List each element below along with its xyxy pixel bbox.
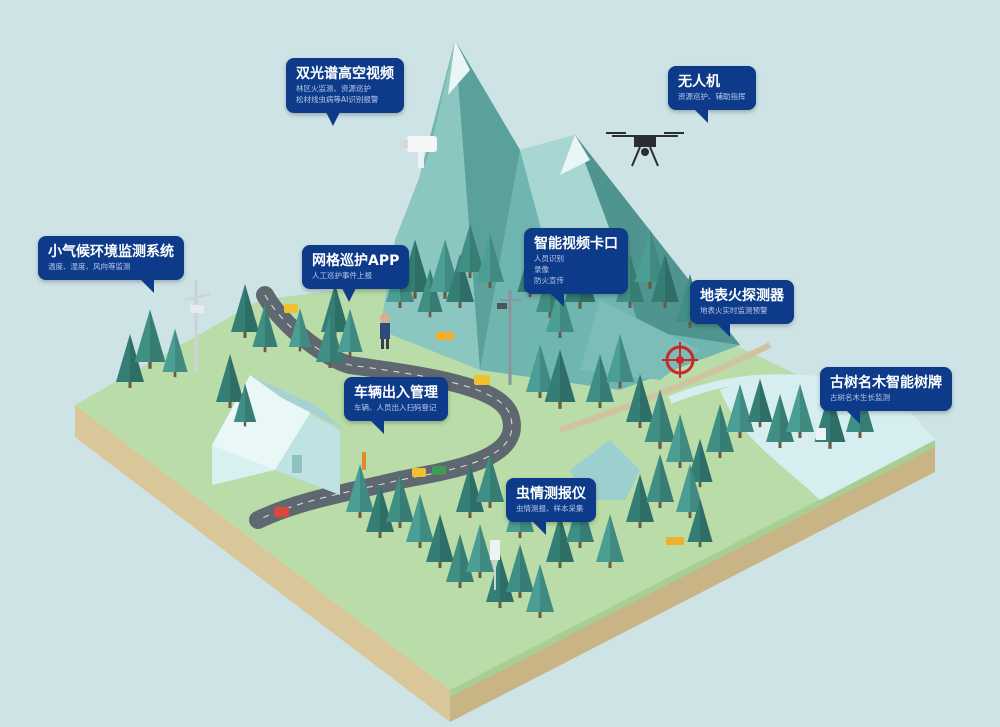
- tree: [216, 354, 244, 408]
- callout-vehicle-access: 车辆出入管理 车辆、人员出入扫码登记: [344, 377, 448, 434]
- tree: [231, 284, 259, 338]
- callout-desc: 人员识别: [534, 254, 564, 263]
- tree: [634, 229, 666, 289]
- drone: [606, 132, 684, 167]
- tree: [786, 384, 814, 438]
- tree: [476, 234, 504, 288]
- tree: [687, 498, 713, 548]
- callout-title: 双光谱高空视频: [296, 66, 394, 82]
- platform-top-shade: [450, 440, 935, 697]
- tree: [651, 254, 679, 308]
- vehicle-green: [432, 466, 446, 475]
- weather-station: [184, 280, 211, 372]
- tree: [476, 454, 504, 508]
- callout-title: 智能视频卡口: [534, 236, 618, 252]
- tree: [626, 374, 654, 428]
- platform-side-right: [450, 440, 935, 722]
- tree: [526, 344, 554, 398]
- vehicle-barrier: [362, 452, 366, 470]
- fire-detector: [662, 342, 698, 378]
- callout-desc: 松材线虫病等AI识别报警: [296, 95, 379, 104]
- tree: [586, 354, 614, 408]
- callout-desc: 地表火实时监测预警: [700, 306, 768, 315]
- callout-dual-spectrum-camera: 双光谱高空视频 林区火监测、资源巡护 松材线虫病等AI识别报警: [286, 58, 404, 126]
- dirt-path: [559, 342, 772, 433]
- callout-desc: 温度、湿度、风向等监测: [48, 262, 131, 271]
- callout-ancient-tree-tag: 古树名木智能树牌 古树名木生长监测: [820, 367, 952, 424]
- tree: [644, 389, 676, 449]
- tree: [337, 308, 363, 358]
- callout-title: 车辆出入管理: [354, 385, 438, 401]
- vehicle-yellow-1: [284, 304, 298, 313]
- callout-pest-monitor: 虫情测报仪 虫情测报、样本采集: [506, 478, 596, 535]
- high-altitude-camera: [400, 136, 437, 168]
- tree: [687, 438, 713, 488]
- vehicle-red: [274, 507, 289, 517]
- callout-title: 小气候环境监测系统: [48, 244, 174, 260]
- patrol-person: [380, 313, 390, 349]
- callout-desc: 车辆、人员出入扫码登记: [354, 403, 437, 412]
- tree: [666, 414, 694, 468]
- tree-group: [116, 224, 874, 618]
- tree: [233, 383, 257, 427]
- stream: [668, 374, 821, 404]
- tree: [252, 303, 278, 353]
- callout-title: 古树名木智能树牌: [830, 375, 942, 391]
- tree: [288, 308, 312, 352]
- platform-side-left: [75, 405, 450, 722]
- vehicle-yellow-3: [412, 468, 426, 477]
- tree: [676, 464, 704, 518]
- callout-desc: 林区火监测、资源巡护: [296, 84, 371, 93]
- vehicle-yellow-2: [474, 375, 490, 385]
- callout-grid-patrol-app: 网格巡护APP 人工巡护事件上报: [302, 245, 410, 302]
- orange-equipment-1: [436, 332, 454, 340]
- tree: [747, 378, 773, 428]
- callout-desc: 古树名木生长监测: [830, 393, 890, 402]
- callout-desc: 资源巡护、辅助指挥: [678, 92, 746, 101]
- tree: [546, 514, 574, 568]
- tree: [606, 334, 634, 388]
- tree: [406, 494, 434, 548]
- callout-desc: 防火宣传: [534, 276, 564, 285]
- callout-surface-fire-detector: 地表火探测器 地表火实时监测预警: [690, 280, 794, 337]
- tree: [626, 474, 654, 528]
- callout-desc: 人工巡护事件上报: [312, 271, 372, 280]
- callout-smart-checkpoint: 智能视频卡口 人员识别 录像 防火宣传: [524, 228, 628, 307]
- tree: [346, 464, 374, 518]
- orange-equipment-2: [666, 537, 684, 545]
- callout-microclimate: 小气候环境监测系统 温度、湿度、风向等监测: [38, 236, 184, 293]
- tree: [426, 514, 454, 568]
- callout-desc: 虫情测报、样本采集: [516, 504, 584, 513]
- callout-desc: 录像: [534, 265, 549, 274]
- tree: [544, 349, 576, 409]
- tree: [162, 328, 188, 378]
- tree: [506, 544, 534, 598]
- callout-title: 网格巡护APP: [312, 253, 400, 269]
- tree: [706, 404, 734, 458]
- callout-title: 虫情测报仪: [516, 486, 586, 502]
- callout-drone: 无人机 资源巡护、辅助指挥: [668, 66, 756, 123]
- tree: [646, 454, 674, 508]
- callout-title: 无人机: [678, 74, 720, 90]
- tree: [134, 309, 166, 369]
- pest-monitor-device: [490, 540, 500, 590]
- checkpoint-camera: [497, 290, 522, 385]
- callout-title: 地表火探测器: [700, 288, 784, 304]
- tree: [456, 224, 484, 278]
- tree: [526, 564, 554, 618]
- tree: [386, 474, 414, 528]
- tree-tag-device: [816, 428, 826, 440]
- tree: [596, 514, 624, 568]
